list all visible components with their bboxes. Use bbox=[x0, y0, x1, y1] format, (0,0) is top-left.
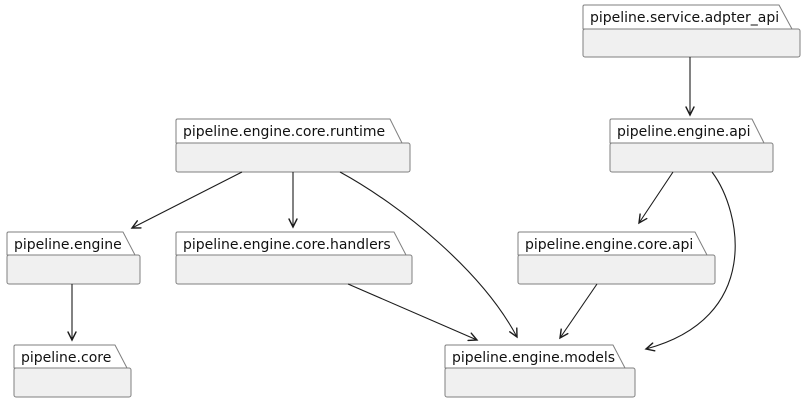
package-pipeline-engine-core-runtime: pipeline.engine.core.runtime bbox=[175, 118, 411, 173]
package-tab bbox=[582, 4, 793, 30]
package-tab bbox=[517, 231, 708, 256]
package-label: pipeline.engine.core.runtime bbox=[183, 124, 385, 140]
package-tab bbox=[175, 231, 407, 256]
package-body bbox=[13, 367, 132, 398]
package-pipeline-engine-core-api: pipeline.engine.core.api bbox=[517, 231, 716, 285]
package-label: pipeline.engine.models bbox=[452, 350, 615, 366]
package-body bbox=[582, 28, 801, 58]
package-body bbox=[6, 254, 141, 285]
package-body bbox=[609, 142, 774, 173]
package-tab bbox=[13, 344, 128, 369]
package-tab bbox=[609, 118, 765, 144]
package-body bbox=[175, 254, 413, 285]
edge-runtime-to-engine bbox=[130, 171, 243, 229]
package-body bbox=[444, 367, 636, 398]
package-label: pipeline.engine.api bbox=[617, 124, 751, 140]
edge-engine-api-to-core-api bbox=[638, 171, 674, 225]
package-label: pipeline.core bbox=[21, 350, 111, 366]
package-pipeline-service-adpter-api: pipeline.service.adpter_api bbox=[582, 4, 801, 58]
edge-handlers-to-models bbox=[347, 283, 479, 342]
package-pipeline-engine: pipeline.engine bbox=[6, 231, 141, 285]
package-tab bbox=[175, 118, 403, 144]
package-label: pipeline.engine.core.api bbox=[525, 237, 693, 253]
edge-core-api-to-models bbox=[559, 283, 598, 340]
package-tab bbox=[6, 231, 136, 256]
edge-runtime-to-models bbox=[339, 171, 518, 339]
package-label: pipeline.engine.core.handlers bbox=[183, 237, 391, 253]
package-pipeline-engine-models: pipeline.engine.models bbox=[444, 344, 636, 398]
package-label: pipeline.service.adpter_api bbox=[590, 10, 779, 26]
package-body bbox=[517, 254, 716, 285]
package-body bbox=[175, 142, 411, 173]
package-pipeline-core: pipeline.core bbox=[13, 344, 132, 398]
package-label: pipeline.engine bbox=[14, 237, 122, 253]
edge-engine-api-to-models bbox=[644, 171, 736, 352]
package-pipeline-engine-core-handlers: pipeline.engine.core.handlers bbox=[175, 231, 413, 285]
package-pipeline-engine-api: pipeline.engine.api bbox=[609, 118, 774, 173]
package-tab bbox=[444, 344, 626, 369]
